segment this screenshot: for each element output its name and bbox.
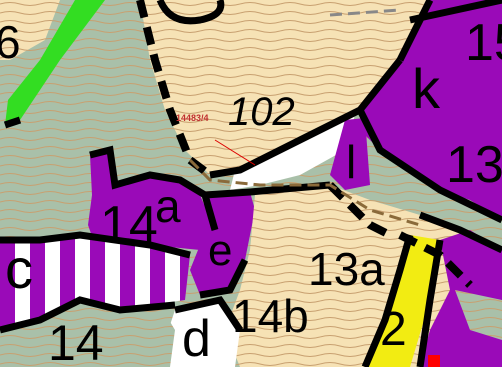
boundary-line	[416, 239, 444, 367]
stand-label-14b: 14b	[232, 290, 309, 342]
boundary-line	[396, 0, 434, 62]
parcel-6-area	[0, 0, 60, 60]
boundary-line	[209, 57, 403, 179]
parcel-k-area	[360, 0, 502, 220]
parcel-tag[interactable]: 14483/4	[176, 113, 209, 123]
stand-label-l: l	[346, 136, 356, 188]
boundary-line	[356, 108, 502, 224]
dashed-boundary	[398, 231, 473, 288]
boundary-line	[174, 296, 243, 332]
stand-label-15: 15	[465, 14, 502, 72]
road-line	[188, 158, 421, 227]
parcel-14-area	[0, 300, 175, 367]
stand-label-13: 13	[446, 136, 502, 194]
boundary-line	[204, 181, 331, 199]
boundary-line	[199, 258, 249, 299]
parcel-l-area	[330, 118, 370, 190]
stand-label-14-lower: 14	[48, 315, 104, 367]
parcel-14a-area	[88, 150, 215, 250]
stand-label-e: e	[208, 226, 232, 275]
boundary-line	[156, 0, 225, 25]
boundary-line	[409, 0, 502, 24]
stand-label-2: 2	[380, 303, 407, 356]
parcel-d-area	[165, 300, 240, 367]
parcel-102-area	[140, 0, 430, 175]
stand-label-14a-letter: a	[155, 180, 181, 232]
dashed-boundary	[327, 182, 392, 239]
parcel-2-area	[365, 235, 440, 367]
clearing-area	[230, 115, 355, 190]
stand-label-d: d	[182, 310, 211, 367]
road-lines	[188, 158, 421, 227]
green-strip-area	[5, 0, 105, 125]
parcel-red-line	[214, 139, 256, 166]
boundary-line	[361, 234, 414, 367]
parcel-green-right-area	[455, 290, 502, 340]
boundary-line	[418, 211, 502, 254]
stand-label-c: c	[5, 237, 33, 300]
stand-label-k: k	[412, 57, 441, 120]
stand-label-13a: 13a	[308, 243, 385, 295]
stand-label-6: 6	[0, 16, 21, 68]
red-marker	[428, 355, 440, 367]
stand-label-14: 14	[100, 196, 158, 254]
boundary-line	[3, 116, 22, 129]
boundary-line	[0, 231, 191, 259]
stand-label-102: 102	[228, 90, 295, 134]
grey-dashed-line	[329, 8, 401, 17]
boundary-line	[0, 296, 176, 334]
